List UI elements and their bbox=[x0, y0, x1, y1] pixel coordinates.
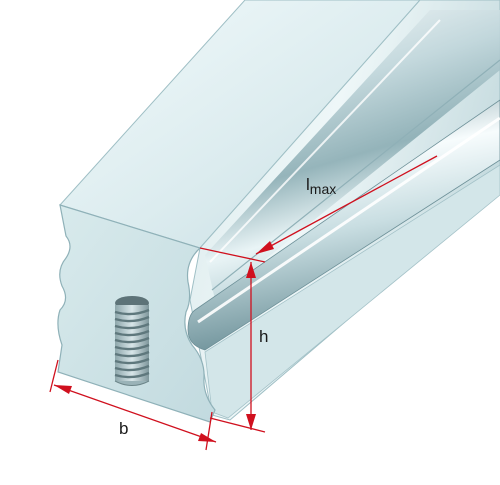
thread-ridge bbox=[114, 343, 150, 351]
thread-ridge bbox=[114, 364, 150, 372]
thread-ridge bbox=[114, 315, 150, 323]
thread-ridge bbox=[114, 322, 150, 330]
thread-ridge bbox=[114, 308, 150, 316]
width-label: b bbox=[119, 419, 128, 438]
rail-upper-groove bbox=[205, 10, 500, 300]
length-label: lmax bbox=[306, 175, 336, 197]
thread-ridge bbox=[114, 329, 150, 337]
dimension-width: b bbox=[49, 359, 217, 451]
thread-ridge bbox=[114, 357, 150, 365]
threaded-hole bbox=[114, 296, 150, 386]
thread-ridge bbox=[114, 350, 150, 358]
dimension-height: h bbox=[199, 247, 268, 433]
thread-ridge bbox=[114, 371, 150, 379]
height-label: h bbox=[259, 327, 268, 346]
dimension-length: lmax bbox=[255, 155, 438, 255]
rail-lower-band bbox=[204, 164, 500, 419]
thread-ridge bbox=[114, 336, 150, 344]
